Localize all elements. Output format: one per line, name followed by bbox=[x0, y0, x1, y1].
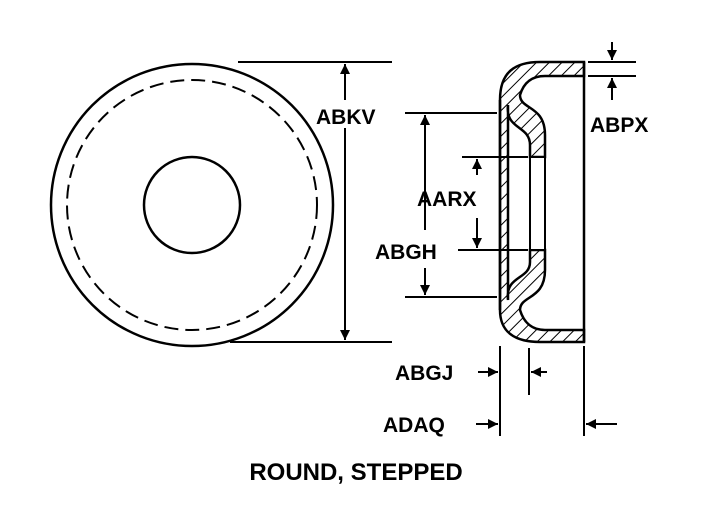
center-hole bbox=[142, 155, 242, 255]
abgh-label: ABGH bbox=[375, 241, 437, 264]
abpx-dimension: ABPX bbox=[588, 42, 648, 137]
aarx-label: AARX bbox=[417, 188, 477, 211]
outer-circle bbox=[49, 62, 335, 348]
diagram-title: ROUND, STEPPED bbox=[249, 459, 462, 486]
abgh-dimension: ABGH bbox=[375, 112, 528, 298]
cross-section bbox=[498, 60, 586, 344]
adaq-dimension: ADAQ bbox=[383, 346, 617, 437]
abgj-dimension: ABGJ bbox=[395, 346, 547, 436]
aarx-dimension: AARX bbox=[417, 156, 528, 248]
abkv-dimension: ABKV bbox=[230, 61, 392, 343]
front-view bbox=[49, 62, 335, 348]
abkv-label: ABKV bbox=[316, 106, 376, 129]
hidden-step-circle bbox=[66, 79, 318, 331]
adaq-label: ADAQ bbox=[383, 414, 445, 437]
abgj-label: ABGJ bbox=[395, 362, 453, 385]
abpx-label: ABPX bbox=[590, 114, 648, 137]
